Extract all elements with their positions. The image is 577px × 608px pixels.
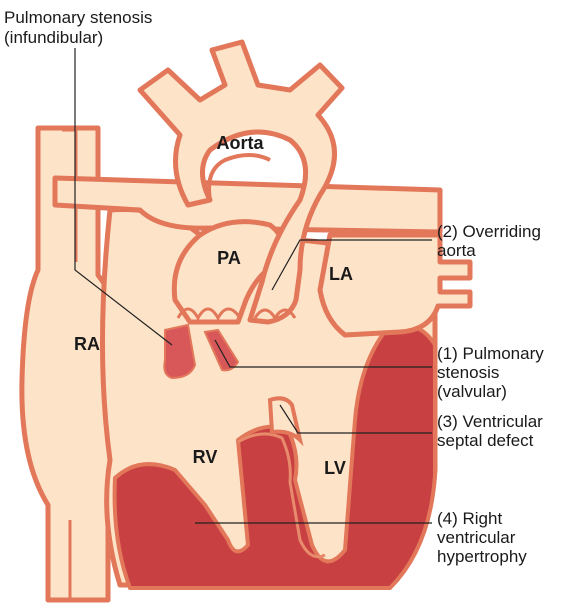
callout-hypertrophy-line1: (4) Right (437, 509, 502, 528)
callout-infundibular-line1: Pulmonary stenosis (4, 8, 152, 27)
label-pa: PA (217, 248, 241, 268)
callout-hypertrophy-line3: hypertrophy (437, 547, 527, 566)
label-la: LA (329, 264, 353, 284)
infundibular-stenosis (164, 325, 195, 378)
label-aorta: Aorta (216, 133, 264, 153)
label-lv: LV (324, 458, 346, 478)
callout-vsd-line1: (3) Ventricular (437, 412, 543, 431)
label-rv: RV (193, 447, 218, 467)
label-ra: RA (74, 334, 100, 354)
callout-valvular-line3: (valvular) (437, 382, 507, 401)
callout-valvular-line1: (1) Pulmonary (437, 344, 544, 363)
callout-hypertrophy-line2: ventricular (437, 528, 516, 547)
callout-valvular-line2: stenosis (437, 363, 499, 382)
callout-overriding-line1: (2) Overriding (437, 222, 541, 241)
callout-overriding-line2: aorta (437, 241, 476, 260)
callout-infundibular-line2: (infundibular) (4, 28, 103, 47)
callout-vsd-line2: septal defect (437, 431, 534, 450)
